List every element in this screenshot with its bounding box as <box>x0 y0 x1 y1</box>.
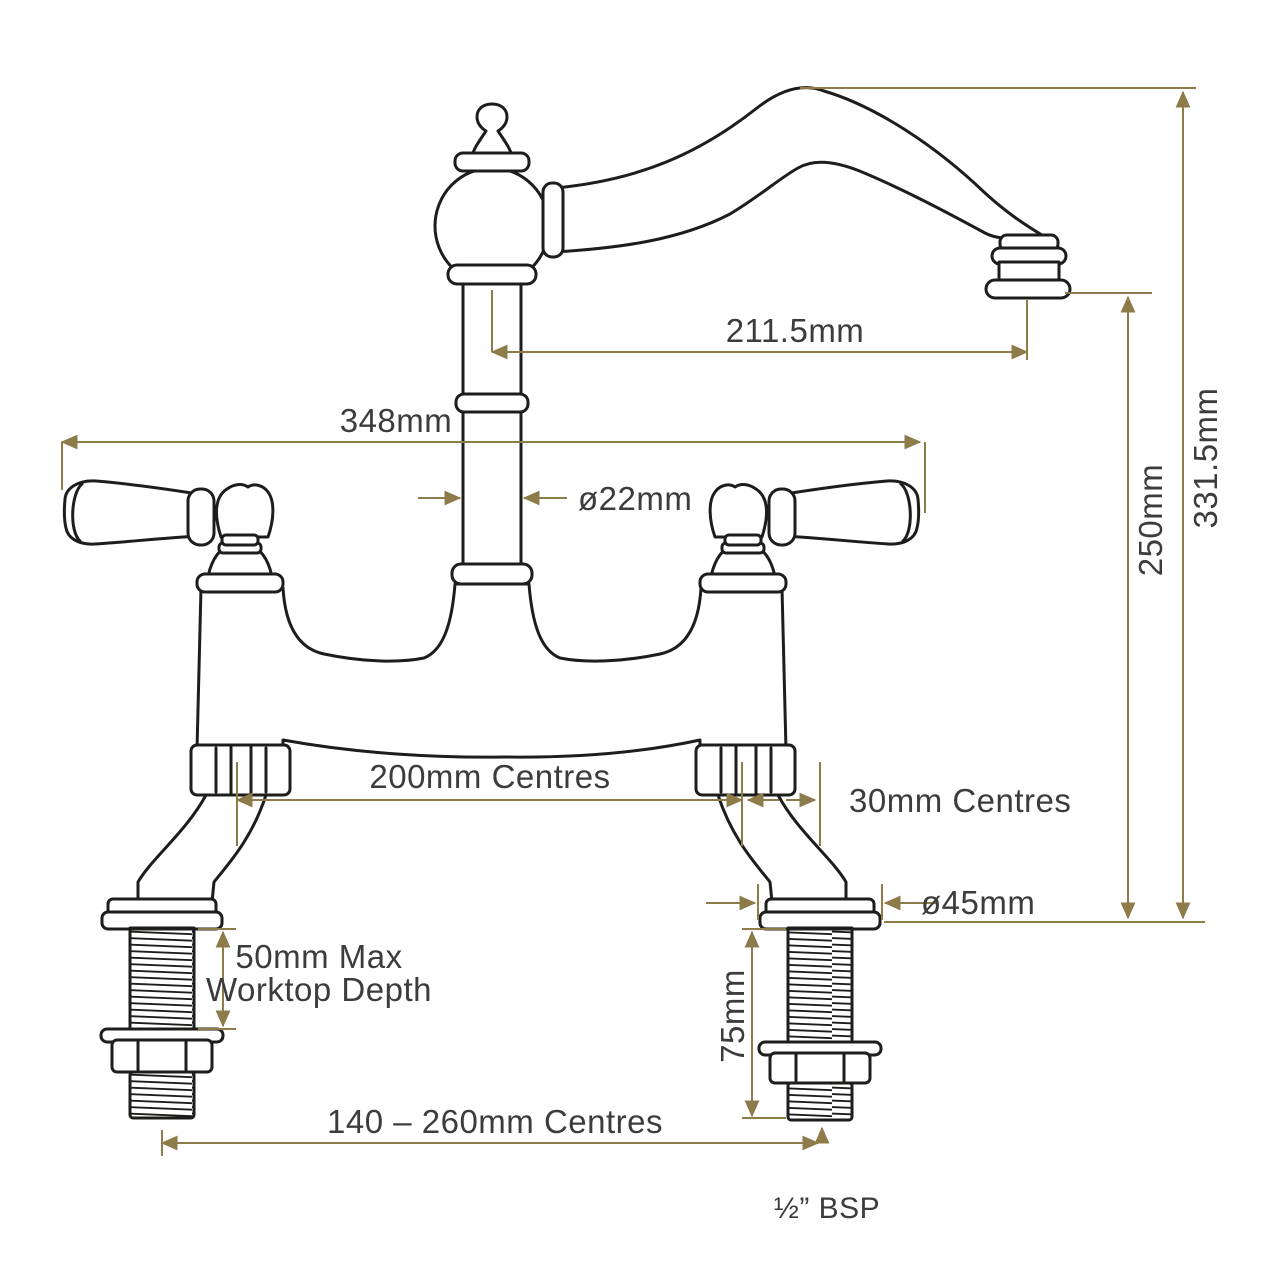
label-body-centres: 200mm Centres <box>369 758 610 795</box>
label-thread-size: ½” BSP <box>774 1192 880 1225</box>
centre-column <box>461 282 523 578</box>
left-valve-assembly <box>62 479 285 594</box>
right-lever-neck <box>767 487 797 547</box>
left-inlet-tube <box>136 793 268 904</box>
label-base-diameter: ø45mm <box>921 884 1035 921</box>
spout-outlet <box>984 233 1072 300</box>
bridge-body <box>195 582 788 759</box>
left-coupling-nut <box>189 743 292 797</box>
finial <box>470 102 514 158</box>
label-worktop-depth-line2: Worktop Depth <box>206 971 432 1008</box>
ball-bottom-collar <box>446 263 538 286</box>
left-bonnet-ring <box>195 572 285 594</box>
column-mid-ring <box>454 392 530 414</box>
spout-tube <box>553 86 1050 254</box>
left-base-flange <box>100 897 224 931</box>
right-bonnet-ring <box>698 572 788 594</box>
faucet-outline <box>62 86 1072 1122</box>
label-overall-height: 331.5mm <box>1187 387 1224 528</box>
left-valve-dome <box>214 483 275 539</box>
column-base-ring <box>450 562 534 586</box>
label-spout-reach: 211.5mm <box>726 312 865 349</box>
label-inlet-centres: 140 – 260mm Centres <box>327 1103 663 1140</box>
dim-worktop-depth <box>198 928 236 1030</box>
finial-collar <box>453 151 531 173</box>
label-outlet-height: 250mm <box>1132 464 1169 577</box>
spout-connector-ring <box>541 181 565 259</box>
label-worktop-depth-line1: 50mm Max <box>235 938 402 975</box>
right-coupling-nut <box>694 743 797 797</box>
left-threaded-shank <box>99 926 225 1120</box>
left-lever-handle <box>62 479 205 546</box>
dim-outlet-height <box>1065 292 1152 920</box>
right-inlet-tube <box>716 793 848 904</box>
label-overall-width: 348mm <box>340 402 453 439</box>
right-valve-dome <box>708 483 769 539</box>
left-lever-neck <box>186 487 216 547</box>
dim-body-centres <box>235 762 744 846</box>
dim-base-diameter <box>706 884 938 920</box>
dim-spout-reach <box>490 290 1029 360</box>
dim-overall-width <box>60 434 926 513</box>
dim-offset-centres <box>746 762 821 846</box>
label-offset-centres: 30mm Centres <box>849 782 1071 819</box>
dim-overall-height <box>800 87 1196 920</box>
right-threaded-shank <box>757 926 883 1122</box>
label-shank-length: 75mm <box>714 969 751 1063</box>
dimension-labels: 211.5mm 348mm ø22mm 250mm 331.5mm 200mm … <box>206 312 1224 1225</box>
dim-inlet-centres <box>160 1126 830 1156</box>
right-lever-handle <box>778 479 921 546</box>
label-column-diameter: ø22mm <box>578 480 692 517</box>
dim-shank-length <box>742 928 786 1119</box>
right-base-flange <box>758 897 882 931</box>
right-lever-knob-line <box>899 482 912 543</box>
right-valve-assembly <box>698 479 921 594</box>
left-lever-knob-line <box>71 482 84 543</box>
dimension-lines <box>60 87 1205 1156</box>
